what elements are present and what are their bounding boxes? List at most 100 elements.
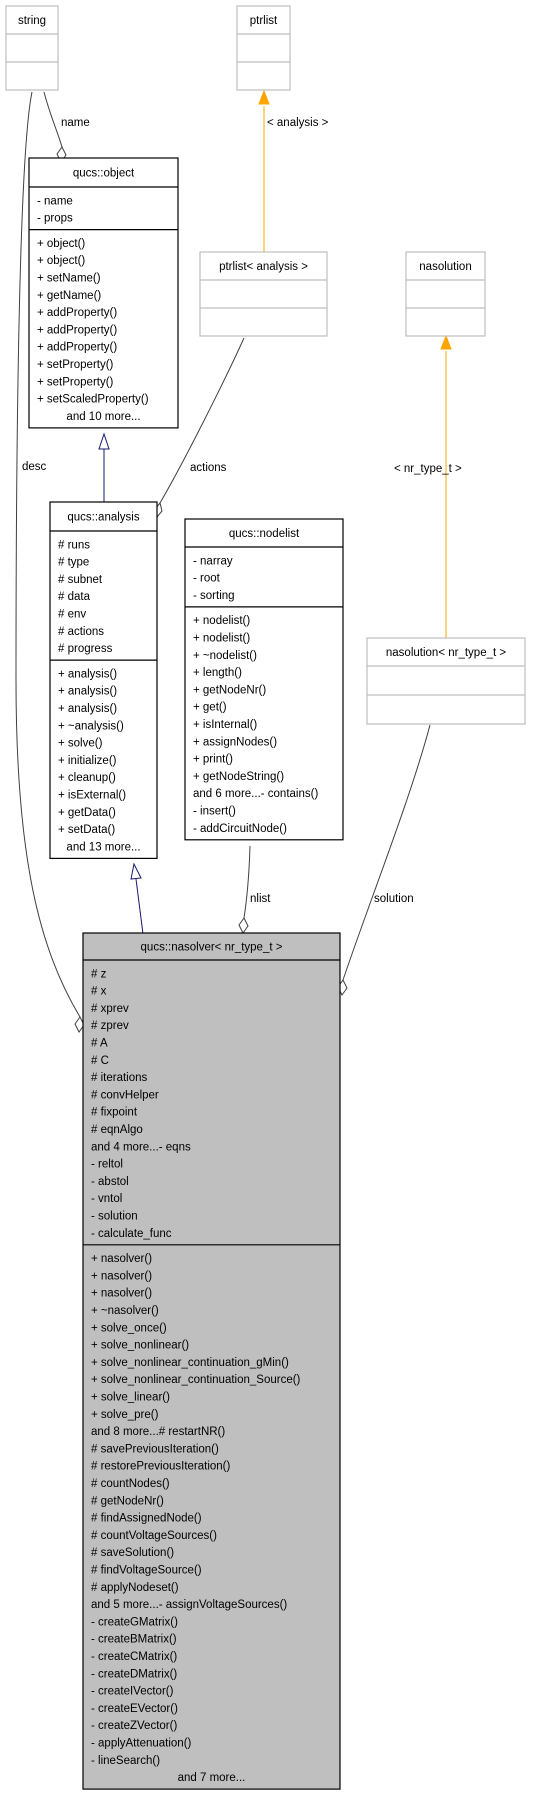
class-method: - createBMatrix() [91,1634,177,1646]
class-box-frame [5,5,59,91]
class-method: + initialize() [58,755,117,767]
class-title: string [18,15,46,27]
class-attribute: # data [58,591,91,603]
class-method: and 10 more... [66,411,140,423]
class-method: + getNodeNr() [193,684,266,696]
class-box-frame [49,501,158,859]
class-attribute: # iterations [91,1072,148,1084]
class-method: # findVoltageSource() [91,1565,202,1577]
class-attribute: - props [37,213,73,225]
class-method: - createEVector() [91,1703,178,1715]
edge-actions-label: actions [190,462,227,474]
class-attribute: - root [193,573,221,585]
class-method: - createDMatrix() [91,1668,177,1680]
class-method: + isInternal() [193,719,257,731]
class-method: # saveSolution() [91,1547,174,1559]
class-method: and 7 more... [178,1772,246,1784]
class-method: + setName() [37,273,101,285]
class-box-analysis[interactable]: qucs::analysis# runs# type# subnet# data… [49,501,158,859]
class-method: # applyNodeset() [91,1582,179,1594]
class-attribute: - calculate_func [91,1228,172,1240]
class-attribute: # actions [58,626,104,638]
class-attribute: # C [91,1055,109,1067]
class-box-nodelist[interactable]: qucs::nodelist- narray- root- sorting+ n… [184,518,344,841]
edge-object-analysis-arrow [98,432,110,450]
class-method: - createGMatrix() [91,1616,178,1628]
class-box-string[interactable]: string [5,5,59,91]
class-method: + length() [193,667,242,679]
class-attribute: - abstol [91,1176,129,1188]
class-attribute: # fixpoint [91,1107,138,1119]
class-method: + nasolver() [91,1253,152,1265]
class-attribute: # z [91,968,107,980]
class-box-frame [366,637,526,725]
class-attribute: # type [58,557,89,569]
class-method: # countVoltageSources() [91,1530,217,1542]
edge-analysis-nasolver-arrow [130,862,142,880]
class-method: - insert() [193,806,236,818]
class-method: + nasolver() [91,1288,152,1300]
edge-solution [342,724,431,981]
class-attribute: # A [91,1038,108,1050]
class-title: qucs::nodelist [229,528,300,540]
class-method: + analysis() [58,668,117,680]
class-method: # countNodes() [91,1478,170,1490]
class-attribute: # zprev [91,1020,129,1032]
class-method: + solve_nonlinear() [91,1340,189,1352]
class-method: + object() [37,238,85,250]
class-attribute: - name [37,195,73,207]
class-method: + addProperty() [37,342,117,354]
class-attribute: # subnet [58,574,103,586]
edge-analysis-template-label: < analysis > [267,117,329,129]
class-attribute: - narray [193,555,233,567]
edge-name [43,91,63,148]
class-attribute: - sorting [193,590,235,602]
class-method: + getName() [37,290,101,302]
class-method: + setProperty() [37,376,114,388]
class-method: - createCMatrix() [91,1651,177,1663]
class-method: + solve_linear() [91,1392,170,1404]
class-box-frame [236,5,291,91]
class-box-ptrlist-analysis[interactable]: ptrlist< analysis > [199,251,328,337]
class-method: + cleanup() [58,772,116,784]
class-method: + print() [193,754,233,766]
class-method: + setScaledProperty() [37,394,149,406]
class-title: qucs::analysis [67,512,139,524]
edge-actions [159,337,245,504]
class-method: + setData() [58,824,115,836]
class-method: - lineSearch() [91,1755,160,1767]
class-box-nasolver[interactable]: qucs::nasolver< nr_type_t ># z# x# xprev… [82,932,341,1790]
class-method: + object() [37,255,85,267]
class-method: and 5 more...- assignVoltageSources() [91,1599,287,1611]
edge-solution-label: solution [374,893,414,905]
class-method: and 8 more...# restartNR() [91,1426,225,1438]
class-method: + isExternal() [58,790,126,802]
class-method: + addProperty() [37,307,117,319]
class-method: - addCircuitNode() [193,823,287,835]
class-method: + ~nasolver() [91,1305,159,1317]
class-title: ptrlist< analysis > [219,261,308,273]
class-method: + getNodeString() [193,771,284,783]
class-method: + ~nodelist() [193,650,257,662]
class-method: + getData() [58,807,116,819]
class-method: + nasolver() [91,1270,152,1282]
edge-name-label: name [61,117,90,129]
class-box-frame [28,157,179,429]
class-box-frame [184,518,344,841]
class-box-ptrlist[interactable]: ptrlist [236,5,291,91]
class-method: + get() [193,702,227,714]
class-attribute: - solution [91,1211,138,1223]
class-title: nasolution< nr_type_t > [386,647,506,659]
edge-nlist-diamond [238,917,249,934]
class-box-object[interactable]: qucs::object- name- props+ object()+ obj… [28,157,179,429]
edge-nlist-label: nlist [250,893,271,905]
class-box-nasolution-nr[interactable]: nasolution< nr_type_t > [366,637,526,725]
class-method: and 6 more...- contains() [193,788,318,800]
class-method: + setProperty() [37,359,114,371]
class-box-nasolution[interactable]: nasolution [405,251,486,337]
class-method: + solve() [58,738,103,750]
class-attribute: # env [58,609,86,621]
class-method: + solve_pre() [91,1409,159,1421]
class-method: # restorePreviousIteration() [91,1461,231,1473]
